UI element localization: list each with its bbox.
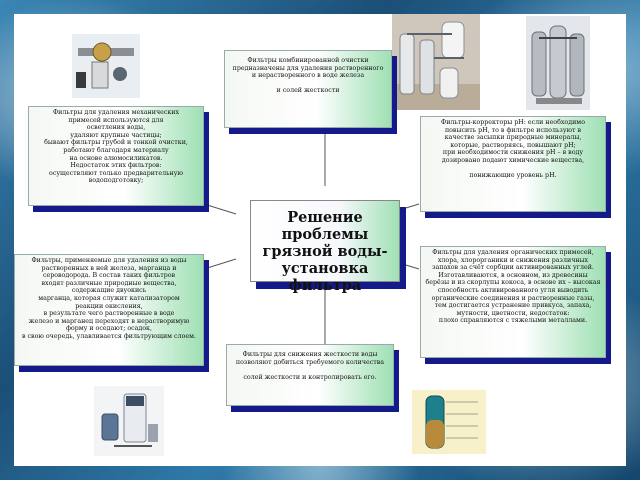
connector-left-top xyxy=(203,203,237,215)
filter-cartridge-diagram-photo xyxy=(412,390,486,454)
connector-left-bottom xyxy=(203,258,237,270)
filter-valve-meter-photo xyxy=(72,34,140,98)
filter-cylinders-photo xyxy=(526,16,590,110)
hardness-filter-box: Фильтры для снижения жесткости воды позв… xyxy=(226,344,394,406)
water-softener-unit-photo xyxy=(94,386,164,456)
slide: Фильтры комбинированной очистки предназн… xyxy=(14,14,626,466)
combined-filter-box: Фильтры комбинированной очистки предназн… xyxy=(224,50,392,128)
iron-manganese-filter-box: Фильтры, применяемые для удаления из вод… xyxy=(14,254,204,366)
central-title: Решение проблемы грязной воды- установка… xyxy=(250,200,400,294)
filter-tanks-plant-photo xyxy=(392,14,480,110)
organic-impurities-filter-box: Фильтры для удаления органических примес… xyxy=(420,246,606,358)
mechanical-filter-box: Фильтры для удаления механических примес… xyxy=(28,106,204,206)
ph-corrector-filter-box: Фильтры-корректоры pH: если необходимо п… xyxy=(420,116,606,212)
